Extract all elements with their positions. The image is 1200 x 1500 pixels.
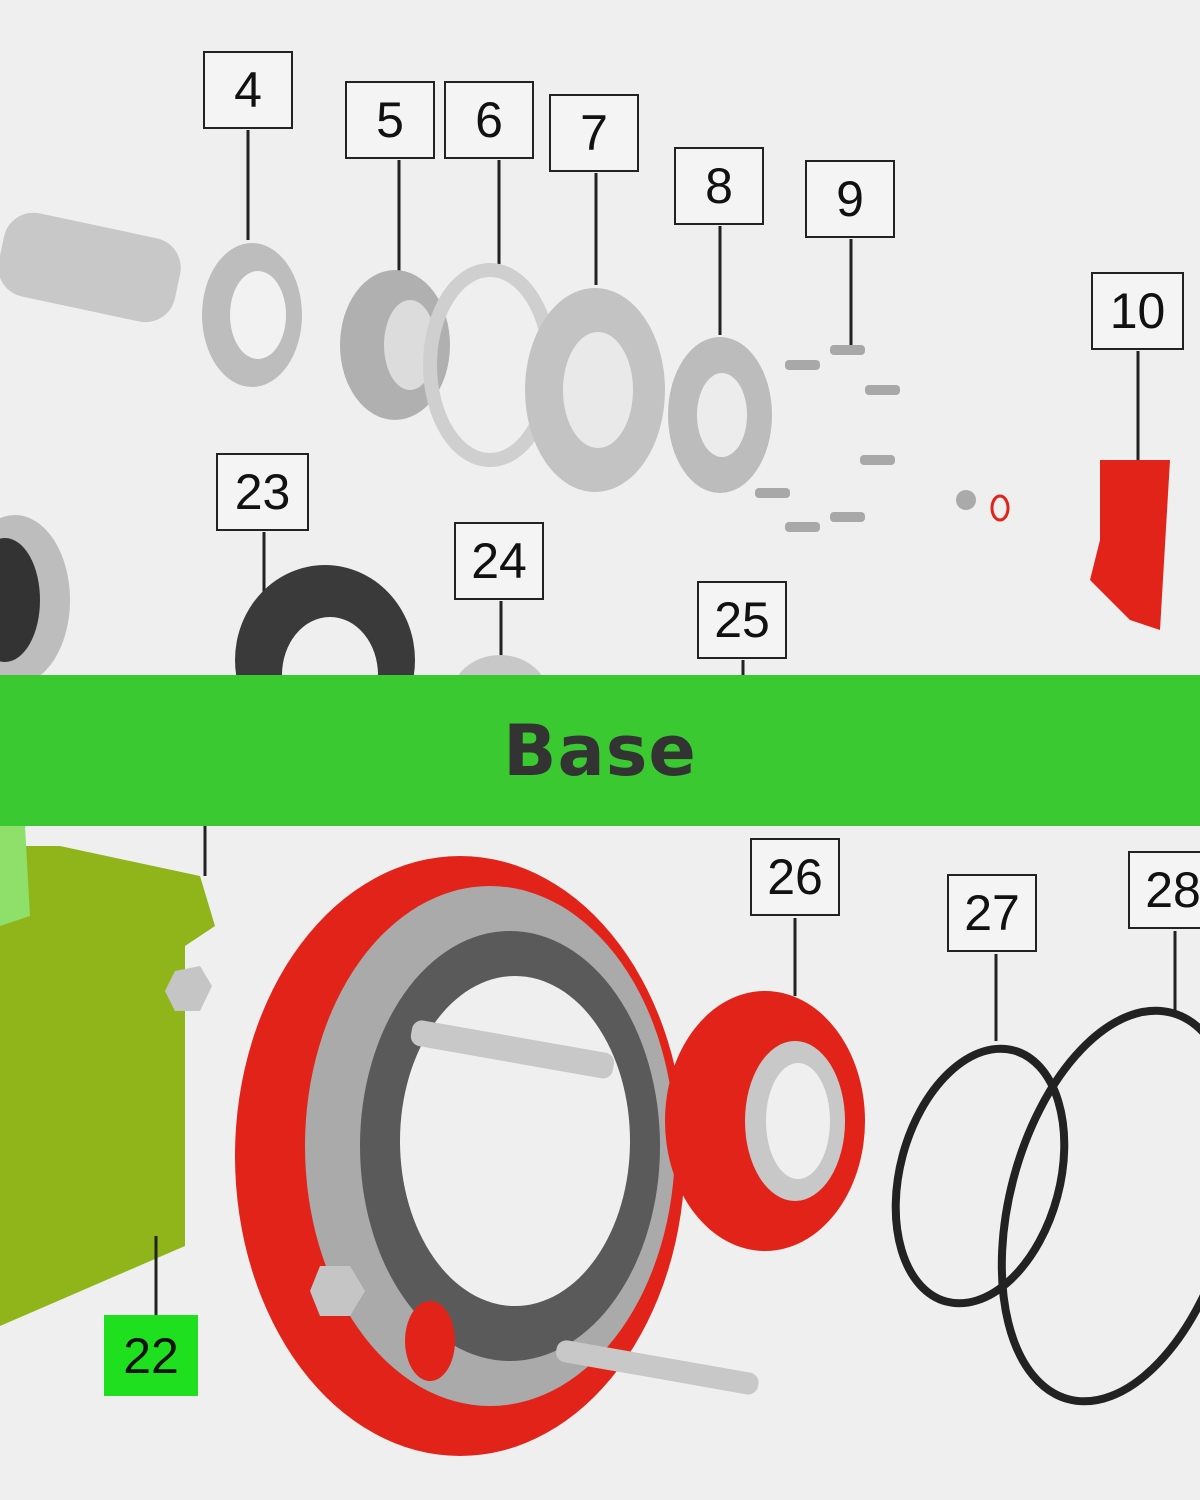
- callout-8[interactable]: 8: [674, 147, 764, 225]
- lower-parts-drawing: [0, 826, 1200, 1456]
- callout-6[interactable]: 6: [444, 81, 534, 159]
- exploded-view-upper: 4 5 6 7 8 9 10 23 24 25: [0, 0, 1200, 675]
- section-banner: Base: [0, 675, 1200, 826]
- callout-26[interactable]: 26: [750, 838, 840, 916]
- callout-4[interactable]: 4: [203, 51, 293, 129]
- callout-27[interactable]: 27: [947, 874, 1037, 952]
- callout-5[interactable]: 5: [345, 81, 435, 159]
- bearing-cap: [1090, 460, 1170, 630]
- exploded-view-lower: 26 27 28 22: [0, 826, 1200, 1500]
- callout-7[interactable]: 7: [549, 94, 639, 172]
- callout-23[interactable]: 23: [216, 453, 309, 531]
- callout-28[interactable]: 28: [1128, 851, 1200, 929]
- callout-10[interactable]: 10: [1091, 272, 1184, 350]
- section-title: Base: [503, 709, 697, 792]
- callout-25[interactable]: 25: [697, 581, 787, 659]
- callout-22-highlighted[interactable]: 22: [104, 1315, 198, 1396]
- callout-9[interactable]: 9: [805, 160, 895, 238]
- callout-24[interactable]: 24: [454, 522, 544, 600]
- shaft: [0, 212, 181, 323]
- highlighted-base-housing: [0, 826, 215, 1326]
- upper-parts-drawing: [0, 130, 1170, 675]
